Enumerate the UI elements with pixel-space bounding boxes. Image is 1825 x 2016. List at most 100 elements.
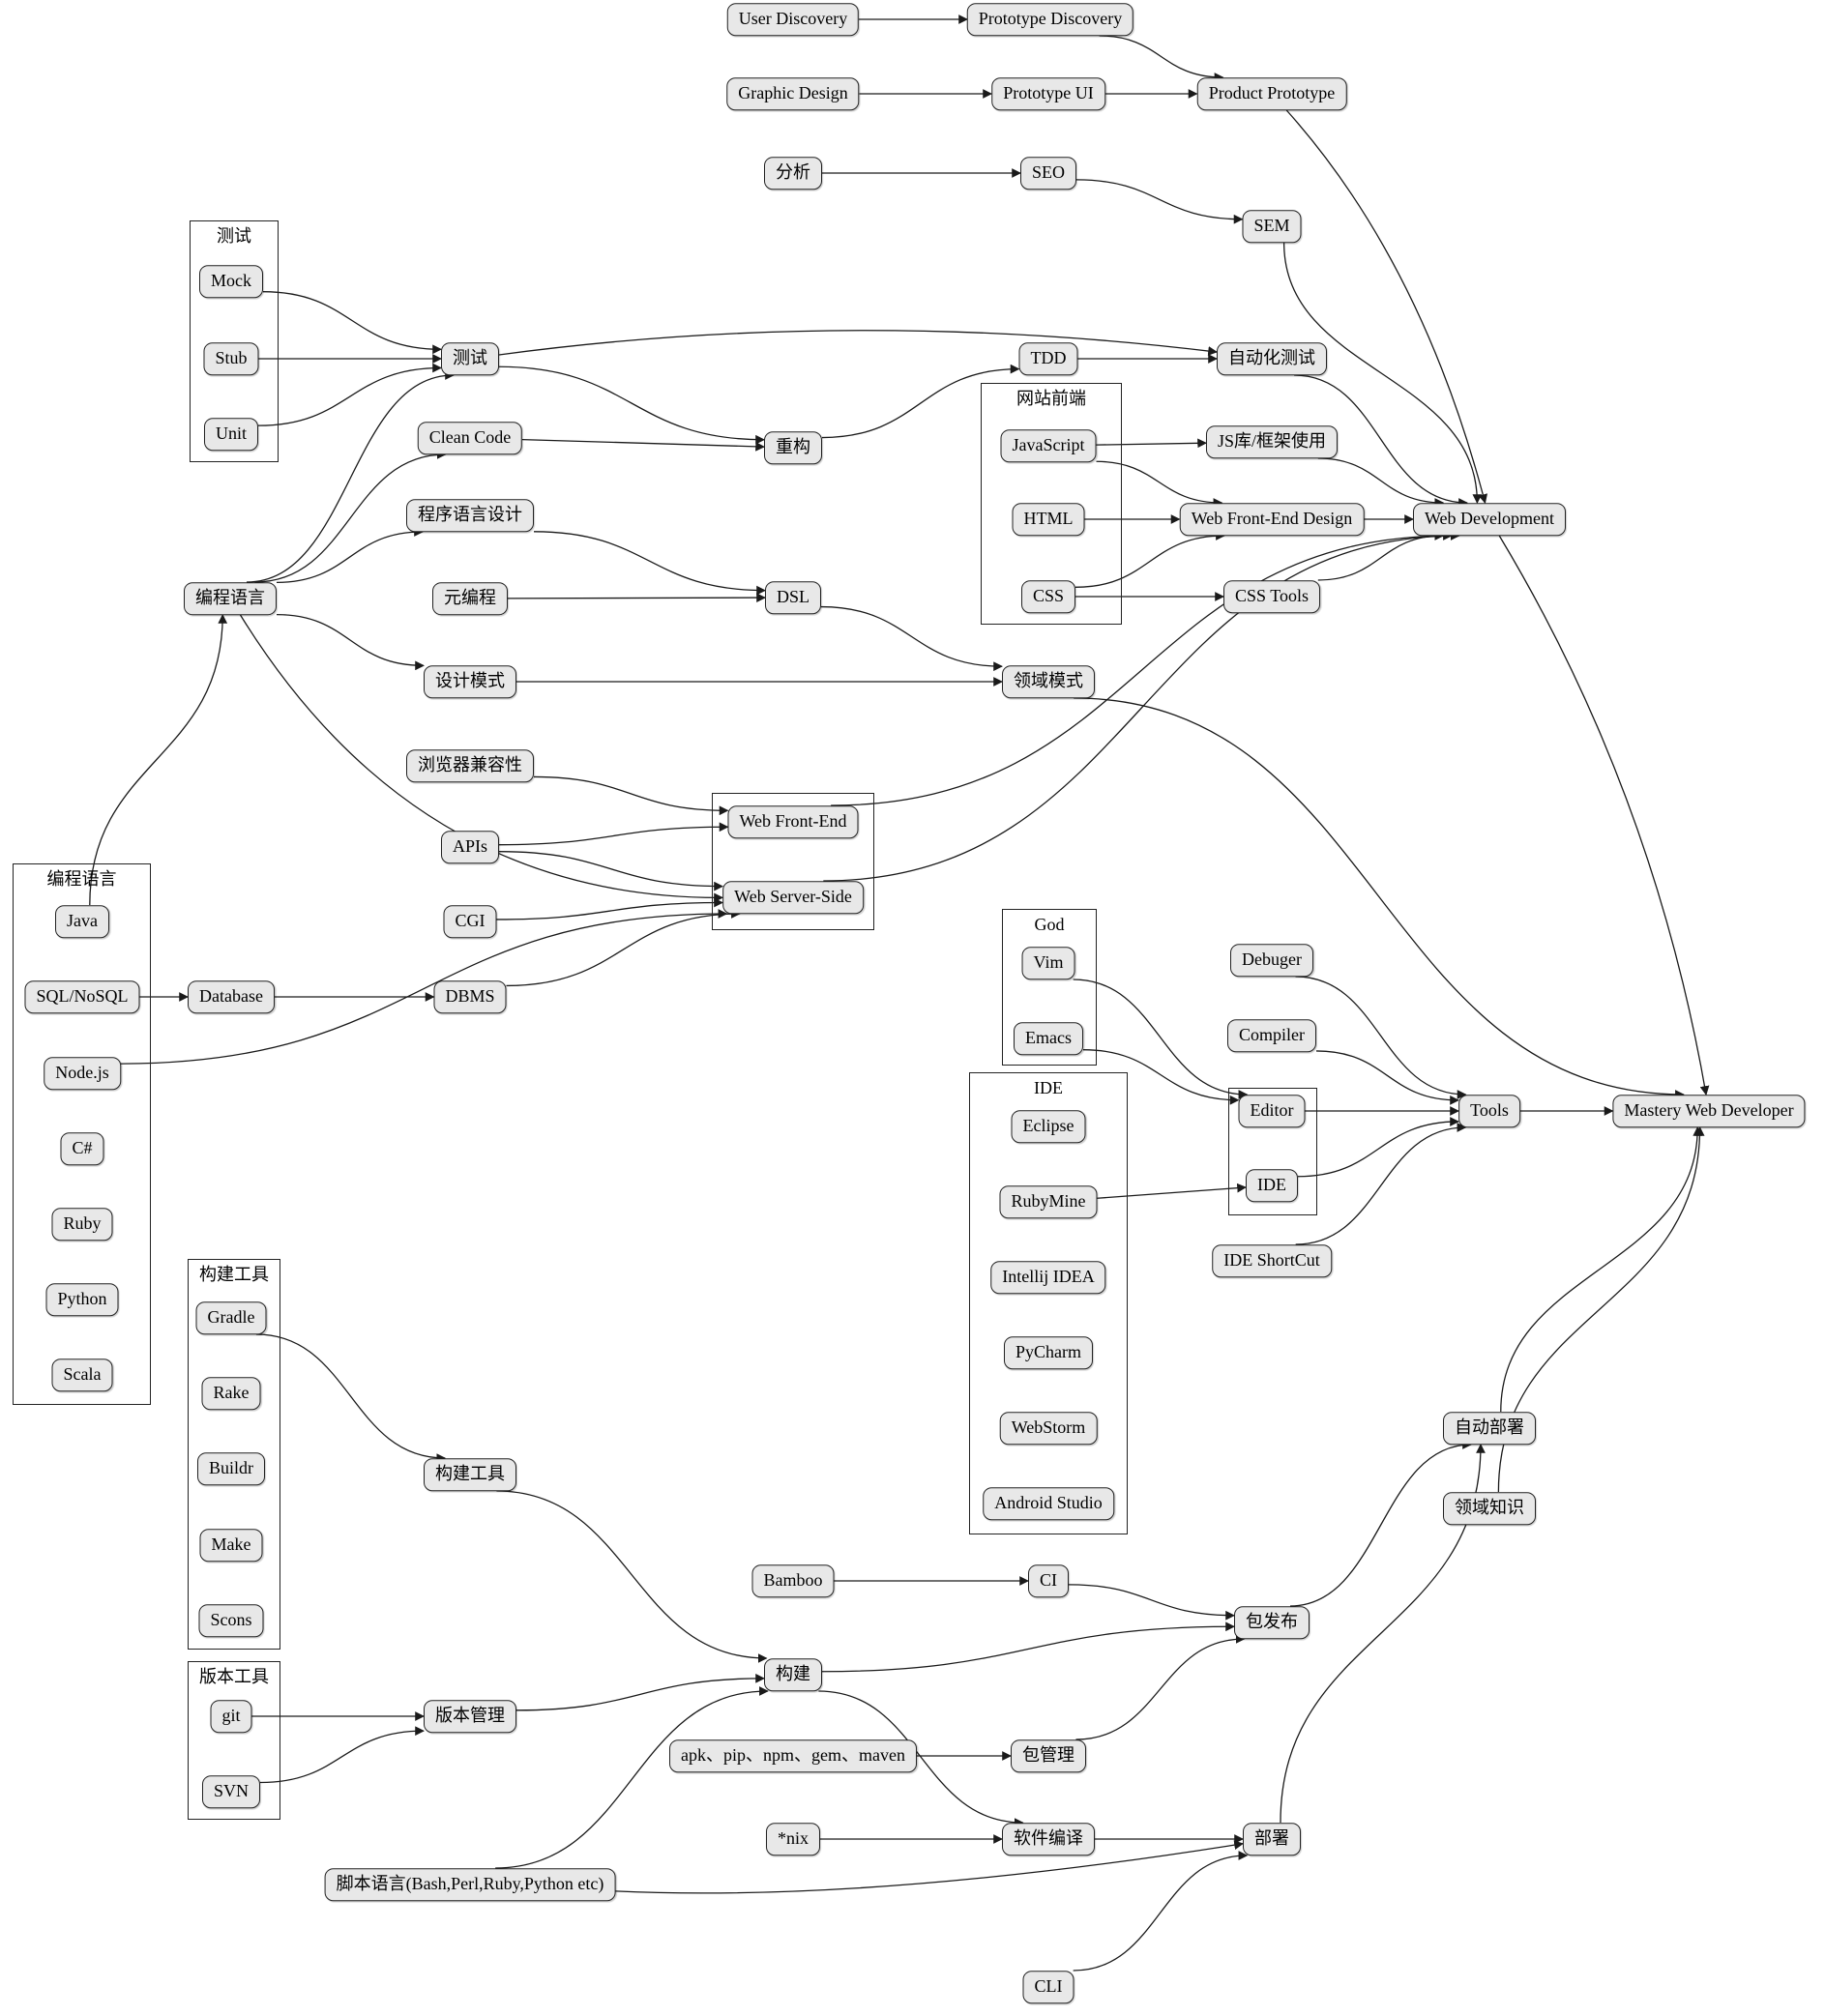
node-sheji-moshi: 设计模式 [424, 665, 516, 698]
edge-ide-shortcut-to-tools [1295, 1123, 1467, 1245]
node-git: git [210, 1700, 252, 1733]
node-dbms: DBMS [433, 980, 507, 1013]
node-zidong-bushu: 自动部署 [1443, 1412, 1536, 1445]
node-gradle: Gradle [195, 1301, 267, 1334]
node-bamboo: Bamboo [751, 1564, 835, 1597]
edge-compiler-to-tools [1315, 1050, 1459, 1105]
cluster-test: 测试 [190, 220, 279, 462]
node-csharp: C# [60, 1132, 104, 1165]
node-tdd: TDD [1018, 342, 1078, 375]
edge-web-server-side-to-web-development [823, 531, 1460, 882]
cluster-label-languages: 编程语言 [46, 869, 117, 889]
node-python: Python [45, 1283, 119, 1316]
edge-jiaoben-yuyan-to-goujian [495, 1686, 769, 1869]
node-prototype-discovery: Prototype Discovery [966, 3, 1134, 36]
node-unit: Unit [203, 418, 259, 451]
cluster-label-ide: IDE [1034, 1078, 1063, 1097]
node-product-prototype: Product Prototype [1196, 77, 1347, 110]
edge-liulanqi-to-web-front-end [533, 775, 729, 816]
node-goujian-gongju: 构建工具 [424, 1458, 516, 1491]
node-stub: Stub [203, 342, 259, 375]
node-ruanjian-bianyi: 软件编译 [1002, 1823, 1095, 1855]
edge-ide-to-tools [1297, 1117, 1459, 1178]
node-css-tools: CSS Tools [1223, 580, 1320, 613]
node-liulanqi: 浏览器兼容性 [406, 749, 534, 782]
edge-gradle-to-goujian-gongju [255, 1333, 447, 1463]
node-biancheng-yuyan: 编程语言 [184, 582, 277, 615]
edge-ceshi-to-zdh-ceshi [498, 330, 1218, 356]
edge-prototype-discovery-to-product-prototype [1099, 35, 1224, 82]
node-zdh-ceshi: 自动化测试 [1217, 342, 1327, 375]
node-nix: *nix [765, 1823, 821, 1855]
node-vim: Vim [1021, 947, 1075, 979]
edge-unit-to-ceshi [257, 363, 442, 426]
edge-svn-to-banben-guanli [259, 1726, 425, 1784]
node-scala: Scala [51, 1359, 113, 1391]
node-debuger: Debuger [1230, 944, 1313, 977]
node-ide-shortcut: IDE ShortCut [1212, 1244, 1332, 1277]
edge-ceshi-to-chonggou [498, 365, 765, 445]
cluster-frontend: 网站前端 [981, 383, 1122, 625]
node-prototype-ui: Prototype UI [991, 77, 1105, 110]
edge-bao-fabu-to-zidong-bushu [1290, 1440, 1472, 1607]
cluster-version-tools: 版本工具 [188, 1661, 280, 1820]
node-emacs: Emacs [1014, 1022, 1083, 1055]
edge-yuanbiancheng-to-dsl [507, 593, 766, 602]
node-graphic-design: Graphic Design [726, 77, 860, 110]
edge-debuger-to-tools [1295, 976, 1467, 1099]
edge-banben-guanli-to-goujian [515, 1673, 765, 1711]
node-tools: Tools [1458, 1095, 1520, 1127]
edge-lingyu-moshi-to-mastery [1074, 697, 1685, 1099]
edge-cgi-to-web-server-side [496, 897, 723, 920]
node-lingyu-moshi: 领域模式 [1002, 665, 1095, 698]
node-cli: CLI [1022, 1971, 1074, 2003]
cluster-languages: 编程语言 [13, 863, 151, 1405]
node-android-studio: Android Studio [983, 1487, 1114, 1520]
edge-cli-to-bushu [1073, 1851, 1249, 1972]
node-lingyu-zhishi: 领域知识 [1443, 1492, 1536, 1525]
node-svn: SVN [201, 1775, 261, 1808]
node-apis: APIs [440, 831, 500, 863]
node-scons: Scons [198, 1604, 264, 1637]
node-cgi: CGI [443, 905, 497, 938]
edge-css-tools-to-web-development [1317, 531, 1445, 581]
node-editor: Editor [1238, 1095, 1306, 1127]
node-seo: SEO [1019, 157, 1077, 190]
node-jiaoben-yuyan: 脚本语言(Bash,Perl,Ruby,Python etc) [324, 1868, 616, 1901]
cluster-label-god: God [1034, 915, 1065, 934]
node-yuanbiancheng: 元编程 [432, 582, 508, 615]
node-dsl: DSL [764, 581, 822, 614]
cluster-label-frontend: 网站前端 [1016, 389, 1086, 408]
edge-goujian-to-bao-fabu [821, 1622, 1235, 1673]
node-intellij: Intellij IDEA [990, 1261, 1106, 1294]
cluster-god: God [1002, 909, 1097, 1066]
node-wfed: Web Front-End Design [1179, 503, 1365, 536]
edge-zidong-bushu-to-mastery [1500, 1126, 1703, 1413]
node-mastery: Mastery Web Developer [1612, 1095, 1806, 1127]
edge-dbms-to-web-server-side [506, 909, 741, 987]
edge-jiaoben-yuyan-to-bushu [615, 1840, 1244, 1894]
node-html: HTML [1012, 503, 1085, 536]
node-pycharm: PyCharm [1003, 1336, 1094, 1369]
edge-biancheng-yuyan-to-sheji-moshi [276, 613, 425, 671]
edge-mock-to-ceshi [262, 291, 442, 355]
edge-apis-to-web-server-side [498, 851, 723, 891]
edge-clean-code-to-chonggou [521, 438, 765, 452]
edge-biancheng-yuyan-to-chengxu-sheji [276, 527, 424, 584]
node-compiler: Compiler [1227, 1019, 1316, 1052]
node-css: CSS [1020, 580, 1076, 613]
node-js-lib: JS库/框架使用 [1205, 425, 1339, 458]
node-chengxu-sheji: 程序语言设计 [406, 499, 534, 532]
edge-chengxu-sheji-to-dsl [533, 531, 766, 596]
cluster-web-pair [712, 793, 874, 930]
node-bao-fabu: 包发布 [1234, 1606, 1310, 1639]
edge-java-to-biancheng-yuyan [89, 614, 228, 906]
node-web-development: Web Development [1412, 503, 1567, 536]
edge-ci-to-bao-fabu [1068, 1584, 1235, 1621]
node-banben-guanli: 版本管理 [424, 1700, 516, 1733]
node-ide: IDE [1246, 1169, 1298, 1202]
cluster-editor-pair [1228, 1088, 1317, 1215]
node-webstorm: WebStorm [999, 1412, 1098, 1445]
node-user-discovery: User Discovery [726, 3, 860, 36]
node-clean-code: Clean Code [417, 422, 523, 454]
